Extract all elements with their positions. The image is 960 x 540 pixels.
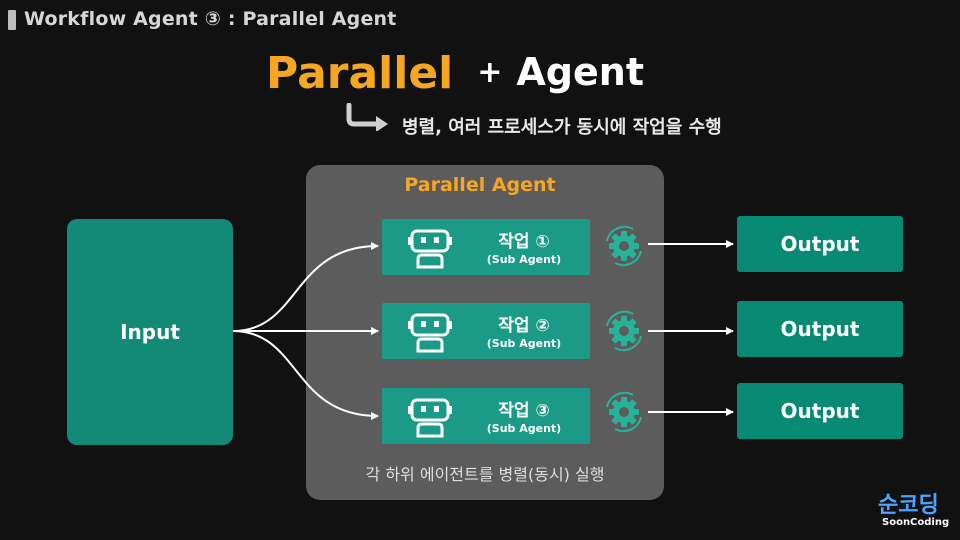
header-bar-marker <box>8 10 16 30</box>
agent-subtitle: (Sub Agent) <box>486 253 562 266</box>
output-label: Output <box>780 317 860 341</box>
group-caption: 각 하위 에이전트를 병렬(동시) 실행 <box>365 465 605 484</box>
title-rest: Agent <box>516 50 644 94</box>
agent-name: 작업 ③ <box>498 401 550 421</box>
sub-agent-1: 작업 ① (Sub Agent) <box>382 219 590 275</box>
input-node: Input <box>67 219 233 445</box>
sub-agent-3: 작업 ③ (Sub Agent) <box>382 388 590 444</box>
sub-agent-2: 작업 ② (Sub Agent) <box>382 303 590 359</box>
header-title: Workflow Agent ③ : Parallel Agent <box>24 8 397 30</box>
fan-arrow-top <box>232 242 379 332</box>
fan-arrow-bottom <box>232 330 379 420</box>
agent-subtitle: (Sub Agent) <box>486 337 562 350</box>
input-label: Input <box>120 320 180 344</box>
robot-icon <box>408 313 452 353</box>
gear-icon <box>606 391 642 433</box>
subtitle: 병렬, 여러 프로세스가 동시에 작업을 수행 <box>402 117 722 138</box>
brand-logo: 순코딩 <box>878 493 939 518</box>
output-node-1: Output <box>737 216 903 272</box>
output-node-3: Output <box>737 383 903 439</box>
robot-icon <box>408 229 452 269</box>
agent-subtitle: (Sub Agent) <box>486 422 562 435</box>
output-label: Output <box>780 232 860 256</box>
output-label: Output <box>780 399 860 423</box>
output-node-2: Output <box>737 301 903 357</box>
agent-name: 작업 ① <box>498 232 550 252</box>
gear-icon <box>606 225 642 267</box>
agent-name: 작업 ② <box>498 316 550 336</box>
gear-icon <box>606 310 642 352</box>
main-title: Parallel + Agent <box>0 48 910 99</box>
return-arrow-icon <box>346 103 388 131</box>
brand-logo-subtitle: SoonCoding <box>882 517 950 528</box>
robot-icon <box>408 398 452 438</box>
title-plus: + <box>477 55 503 90</box>
title-highlight: Parallel <box>266 48 454 99</box>
group-title: Parallel Agent <box>404 174 556 196</box>
